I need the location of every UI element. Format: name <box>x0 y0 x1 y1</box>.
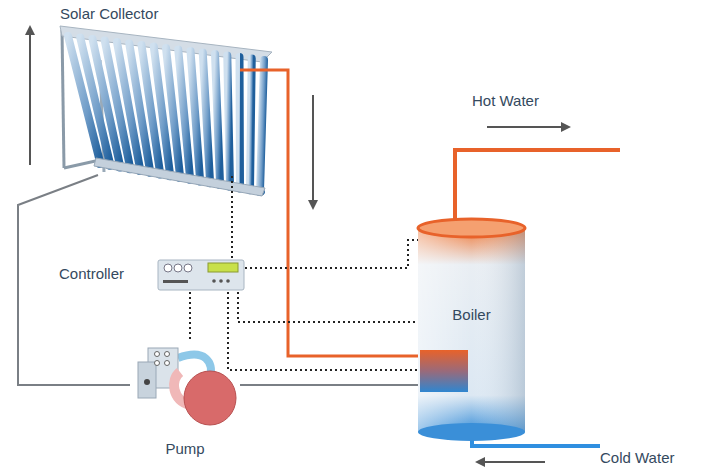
node-label: Pump <box>130 440 240 458</box>
controller: Controller <box>55 258 245 292</box>
node-label: Solar Collector <box>60 5 158 23</box>
flow-arrow <box>480 461 545 463</box>
solar-collector <box>60 26 272 196</box>
pump: Pump <box>130 340 240 462</box>
flow-arrow <box>487 126 566 128</box>
return-pipe <box>18 175 130 385</box>
controller-unit <box>158 260 244 290</box>
boiler: Boiler <box>418 222 525 440</box>
signal-wire <box>238 292 418 322</box>
flow-label: Hot Water <box>472 92 539 110</box>
flow-arrow <box>29 30 31 165</box>
flow-label: Cold Water <box>600 449 674 467</box>
node-label: Boiler <box>418 306 525 324</box>
signal-wire <box>231 175 233 258</box>
solar-collector: Solar Collector <box>40 5 240 175</box>
boiler-tank <box>418 219 525 441</box>
signal-wire <box>228 292 418 370</box>
signal-wire <box>245 240 418 268</box>
return-pipe <box>240 384 418 386</box>
hot-pipe <box>240 70 418 356</box>
hot-water-pipe <box>455 150 620 222</box>
pump-unit <box>138 348 236 425</box>
node-label: Controller <box>59 265 124 283</box>
flow-arrow <box>312 95 314 205</box>
signal-wire <box>189 292 191 340</box>
